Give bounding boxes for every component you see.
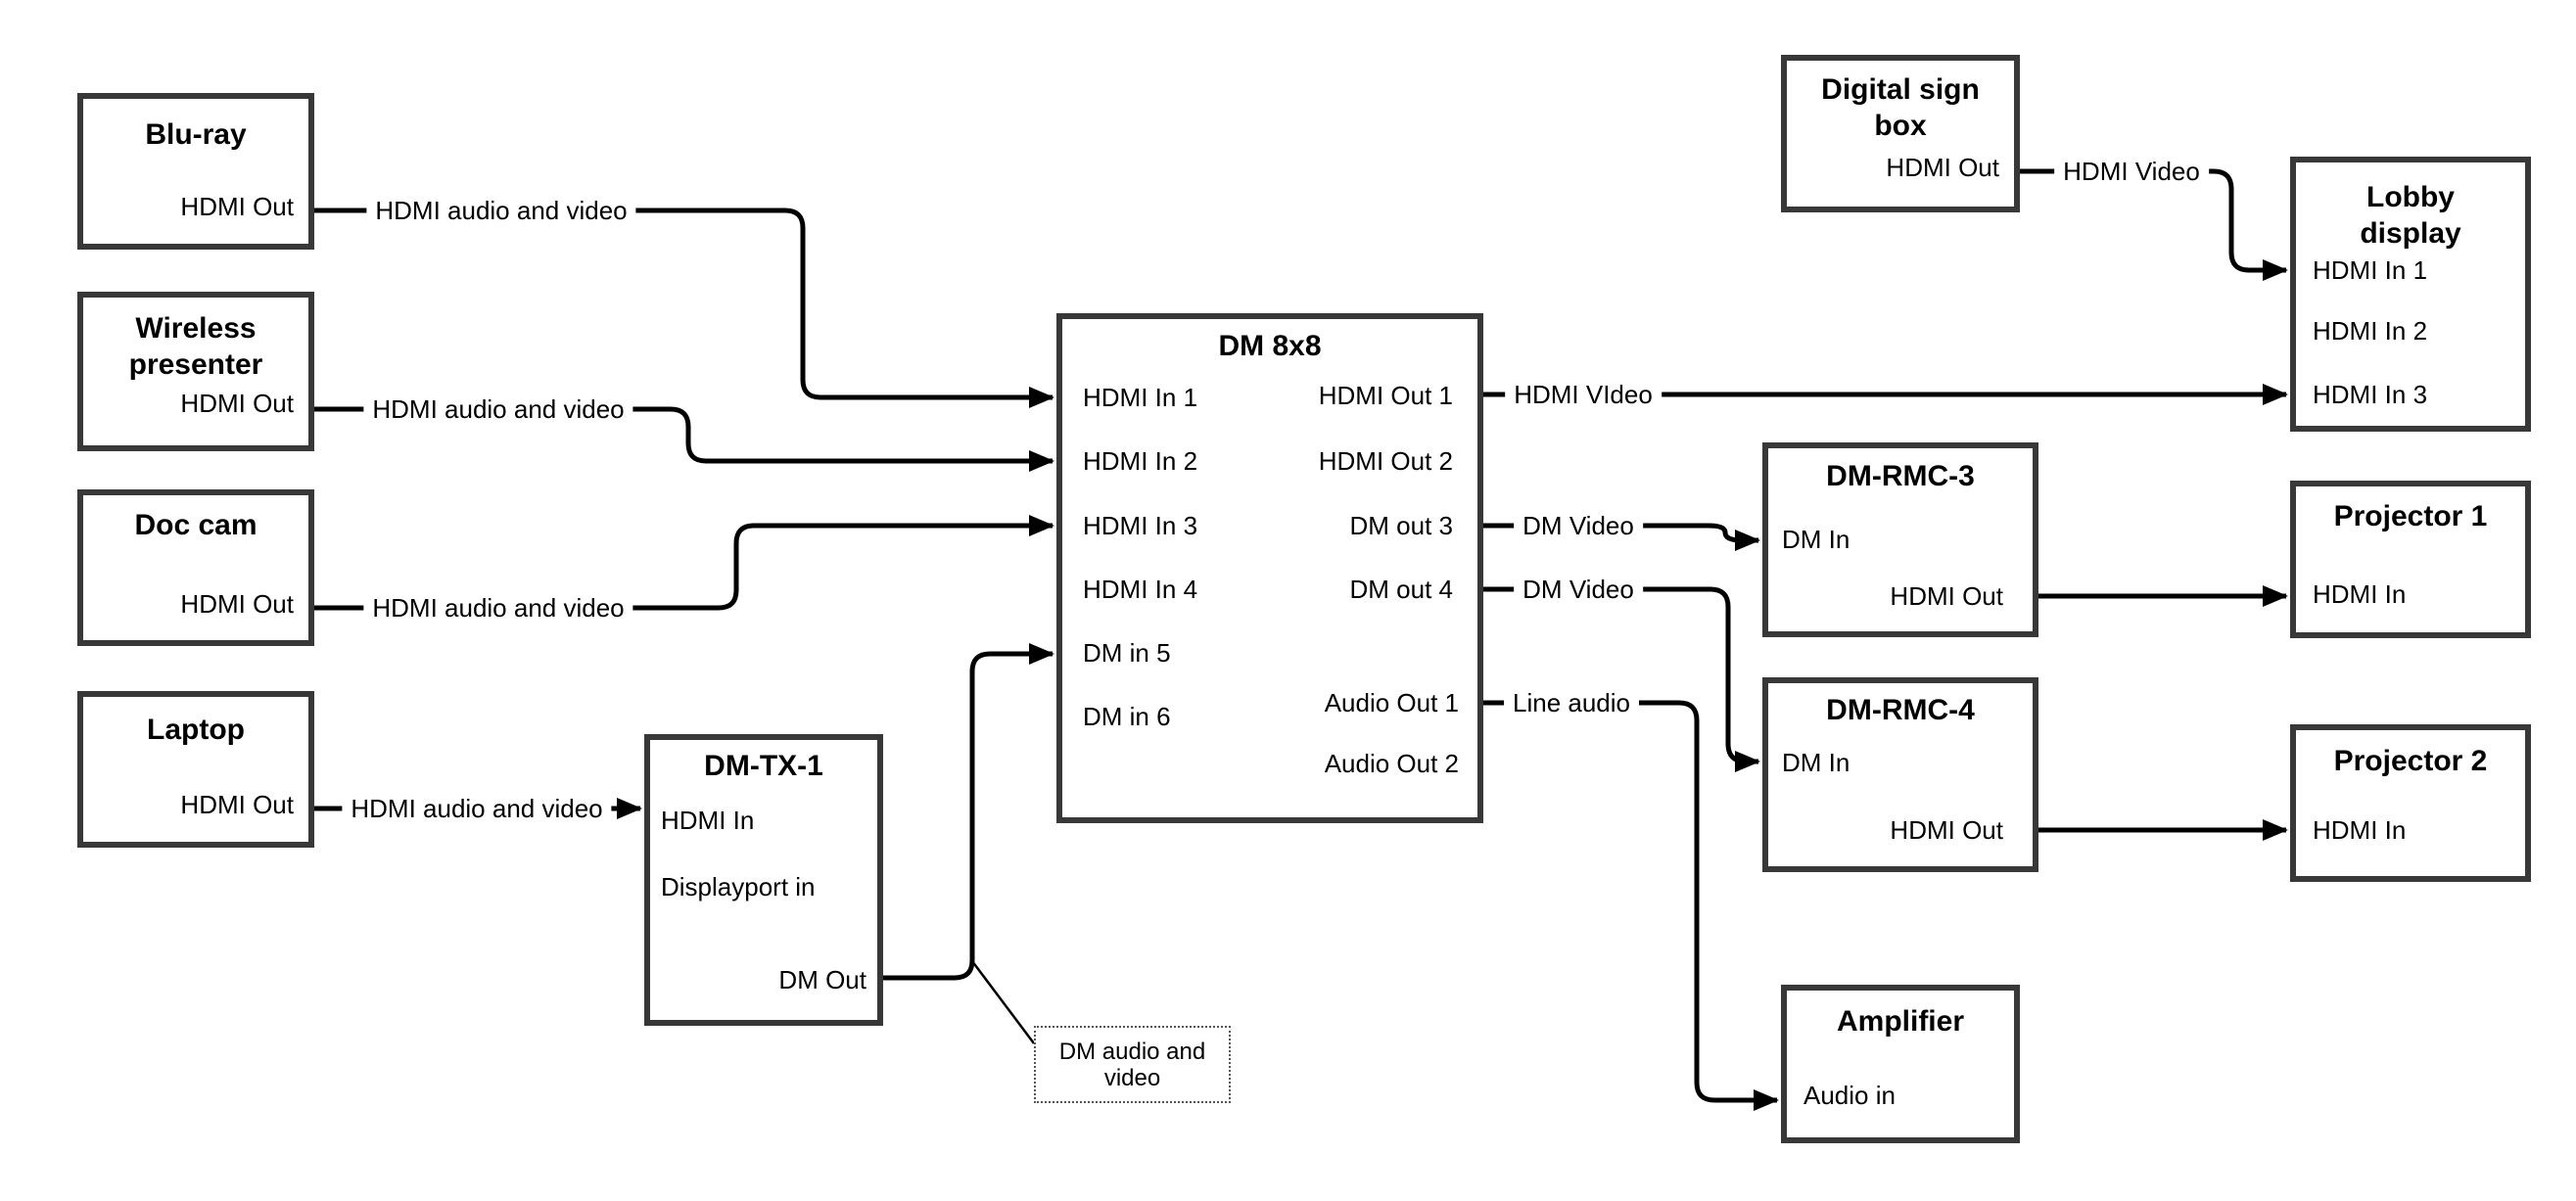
node-title-laptop: Laptop bbox=[83, 712, 308, 748]
node-title-line: Lobby bbox=[2366, 180, 2455, 213]
node-projector-2: Projector 2 HDMI In bbox=[2290, 724, 2531, 882]
port-dm-8x8-hdmi-in-3: HDMI In 3 bbox=[1083, 511, 1198, 540]
connection-dm8x8-audio1-to-amplifier bbox=[1483, 700, 1779, 1111]
connection-label-bluray-to-dm8x8-in1: HDMI audio and video bbox=[366, 196, 636, 225]
port-doc-cam-hdmi-out: HDMI Out bbox=[180, 589, 294, 619]
port-lobby-display-hdmi-in-3: HDMI In 3 bbox=[2313, 380, 2428, 409]
connection-dm8x8-out4-to-rmc4 bbox=[1483, 586, 1760, 772]
node-dm-rmc-3: DM-RMC-3 DM In HDMI Out bbox=[1762, 442, 2038, 637]
connection-label-dm8x8-out4-to-rmc4: DM Video bbox=[1514, 575, 1643, 604]
port-dm-8x8-hdmi-in-4: HDMI In 4 bbox=[1083, 575, 1198, 604]
node-projector-1: Projector 1 HDMI In bbox=[2290, 481, 2531, 638]
connection-dm8x8-out3-to-rmc3 bbox=[1483, 523, 1760, 551]
node-title-dm-rmc-3: DM-RMC-3 bbox=[1768, 458, 2033, 494]
node-title-line: Projector 2 bbox=[2333, 744, 2488, 777]
node-title-projector-2: Projector 2 bbox=[2296, 743, 2525, 779]
connection-label-doccam-to-dm8x8-in3: HDMI audio and video bbox=[363, 593, 633, 623]
node-title-line: presenter bbox=[128, 347, 263, 381]
connection-digitalsign-to-lobby-in1 bbox=[2020, 168, 2288, 281]
connection-label-wireless-to-dm8x8-in2: HDMI audio and video bbox=[363, 394, 633, 424]
port-dm-8x8-audio-out-1: Audio Out 1 bbox=[1324, 688, 1459, 717]
port-dm-8x8-hdmi-out-2: HDMI Out 2 bbox=[1318, 446, 1453, 476]
port-projector-1-hdmi-in: HDMI In bbox=[2313, 579, 2407, 609]
note-line: DM audio and bbox=[1058, 1038, 1206, 1065]
connection-label-dm8x8-out3-to-rmc3: DM Video bbox=[1514, 511, 1643, 540]
node-title-doc-cam: Doc cam bbox=[83, 507, 308, 543]
port-dm-8x8-dm-out-4: DM out 4 bbox=[1349, 575, 1454, 604]
port-laptop-hdmi-out: HDMI Out bbox=[180, 790, 294, 819]
node-dm-rmc-4: DM-RMC-4 DM In HDMI Out bbox=[1762, 677, 2038, 872]
connection-label-digitalsign-to-lobby-in1: HDMI Video bbox=[2054, 157, 2209, 186]
port-digital-sign-box-hdmi-out: HDMI Out bbox=[1886, 153, 1999, 182]
port-dm-tx-1-displayport-in: Displayport in bbox=[661, 872, 816, 901]
node-title-dm-8x8: DM 8x8 bbox=[1062, 328, 1477, 364]
node-title-line: Wireless bbox=[135, 311, 257, 345]
port-dm-8x8-hdmi-in-2: HDMI In 2 bbox=[1083, 446, 1198, 476]
port-dm-rmc-4-dm-in: DM In bbox=[1782, 748, 1850, 777]
note-dm-audio-and-video: DM audio and video bbox=[1034, 1026, 1231, 1103]
port-dm-rmc-3-dm-in: DM In bbox=[1782, 525, 1850, 554]
node-title-line: Doc cam bbox=[134, 508, 258, 541]
node-title-line: DM-RMC-3 bbox=[1826, 459, 1975, 492]
node-title-line: DM-RMC-4 bbox=[1826, 693, 1975, 726]
connection-label-dm8x8-out1-to-lobby-in3: HDMI VIdeo bbox=[1505, 380, 1662, 409]
node-title-projector-1: Projector 1 bbox=[2296, 498, 2525, 534]
note-line: video bbox=[1103, 1064, 1161, 1091]
port-dm-8x8-dm-out-3: DM out 3 bbox=[1349, 511, 1454, 540]
port-lobby-display-hdmi-in-2: HDMI In 2 bbox=[2313, 316, 2428, 346]
port-dm-tx-1-hdmi-in: HDMI In bbox=[661, 806, 755, 835]
port-dm-8x8-audio-out-2: Audio Out 2 bbox=[1324, 749, 1459, 778]
port-projector-2-hdmi-in: HDMI In bbox=[2313, 815, 2407, 845]
connection-label-laptop-to-dmtx1: HDMI audio and video bbox=[342, 794, 612, 823]
port-dm-rmc-4-hdmi-out: HDMI Out bbox=[1890, 815, 2003, 845]
port-dm-rmc-3-hdmi-out: HDMI Out bbox=[1890, 581, 2003, 611]
node-title-amplifier: Amplifier bbox=[1787, 1003, 2014, 1039]
node-title-line: DM-TX-1 bbox=[704, 749, 823, 782]
node-title-line: DM 8x8 bbox=[1218, 329, 1322, 362]
node-title-bluray: Blu-ray bbox=[83, 116, 308, 153]
connection-wireless-to-dm8x8-in2 bbox=[314, 406, 1054, 472]
port-wireless-presenter-hdmi-out: HDMI Out bbox=[180, 389, 294, 418]
node-title-line: Amplifier bbox=[1836, 1004, 1965, 1038]
port-dm-8x8-dm-in-5: DM in 5 bbox=[1083, 638, 1171, 668]
port-bluray-hdmi-out: HDMI Out bbox=[180, 192, 294, 221]
port-dm-8x8-hdmi-in-1: HDMI In 1 bbox=[1083, 383, 1198, 412]
note-callout-line bbox=[971, 960, 1035, 1044]
port-dm-tx-1-dm-out: DM Out bbox=[778, 965, 866, 994]
node-title-line: box bbox=[1874, 109, 1927, 142]
connection-bluray-to-dm8x8-in1 bbox=[314, 208, 1054, 408]
port-dm-8x8-hdmi-out-1: HDMI Out 1 bbox=[1318, 381, 1453, 410]
port-amplifier-audio-in: Audio in bbox=[1803, 1081, 1896, 1110]
node-title-dm-rmc-4: DM-RMC-4 bbox=[1768, 692, 2033, 728]
connection-dmtx1-to-dm8x8-in5 bbox=[883, 643, 1054, 981]
node-title-line: Digital sign bbox=[1821, 72, 1980, 106]
node-title-line: Laptop bbox=[147, 713, 245, 746]
node-title-line: display bbox=[2360, 216, 2461, 250]
connection-label-dm8x8-audio1-to-amplifier: Line audio bbox=[1504, 688, 1639, 717]
port-lobby-display-hdmi-in-1: HDMI In 1 bbox=[2313, 255, 2428, 285]
connection-doccam-to-dm8x8-in3 bbox=[314, 515, 1054, 611]
node-title-line: Blu-ray bbox=[145, 117, 247, 151]
node-title-dm-tx-1: DM-TX-1 bbox=[650, 748, 877, 784]
port-dm-8x8-dm-in-6: DM in 6 bbox=[1083, 702, 1171, 731]
node-title-line: Projector 1 bbox=[2333, 499, 2488, 532]
